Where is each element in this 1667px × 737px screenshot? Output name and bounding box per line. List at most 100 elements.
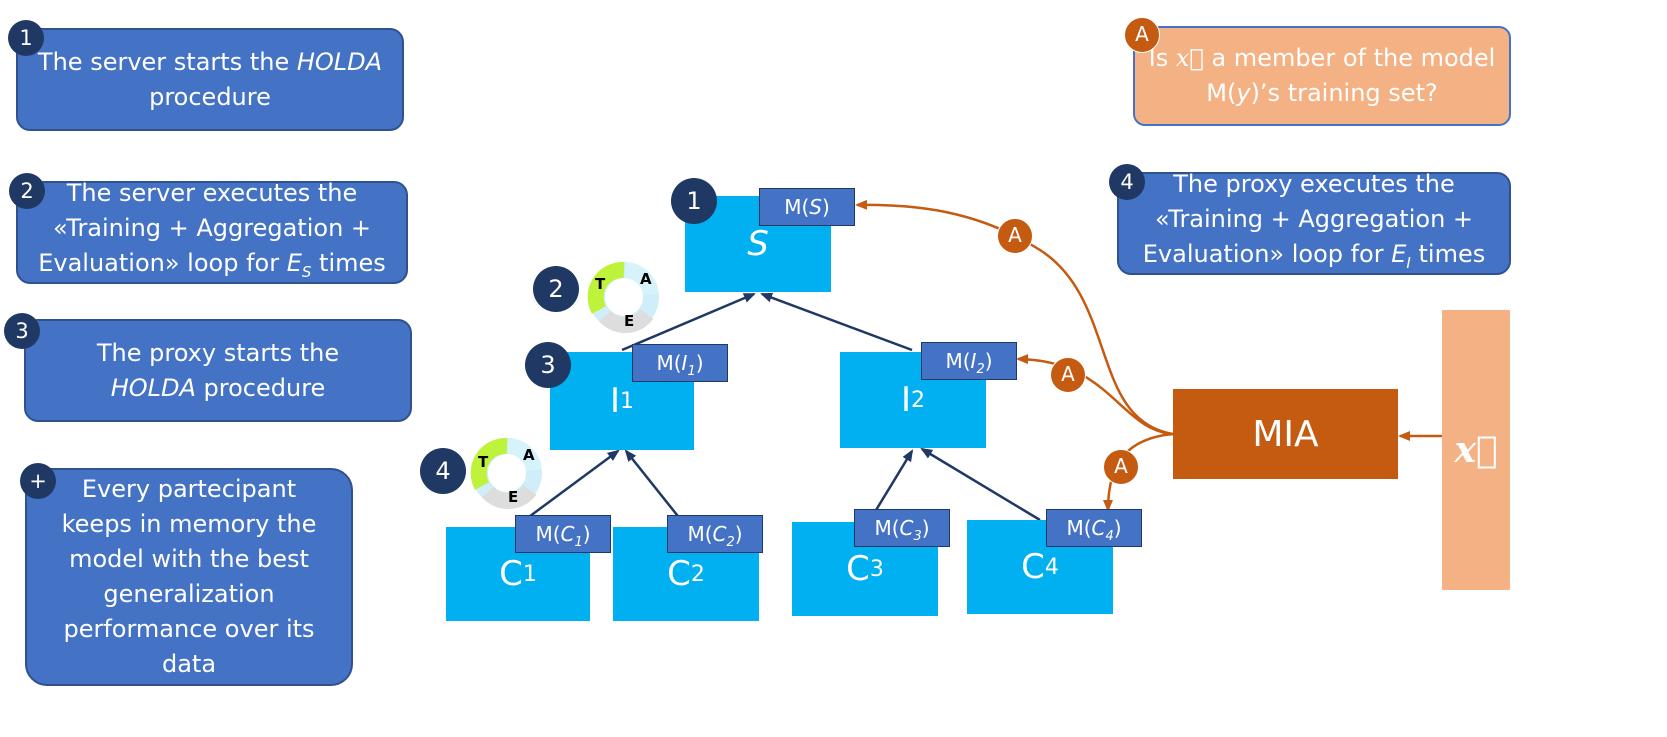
- tae-cycle-icon-bottom: [470, 438, 542, 510]
- input-x-box: x⃗: [1442, 310, 1510, 590]
- step-1-line1: The server starts the: [37, 47, 297, 76]
- plus-line-4: generalization: [103, 580, 275, 608]
- step-4-var: E: [1391, 239, 1407, 268]
- step-1-box: The server starts the HOLDA procedure: [16, 28, 404, 131]
- i1-badge: 3: [525, 342, 571, 388]
- c4-label: C: [1021, 547, 1045, 587]
- edge-c1-to-i1: [517, 449, 620, 527]
- plus-badge: +: [20, 463, 56, 499]
- c3-model-var: C: [899, 516, 914, 540]
- edge-c3-to-i2: [868, 449, 914, 521]
- step-1-holda: HOLDA: [296, 47, 383, 76]
- step-4-badge: 4: [1109, 164, 1145, 200]
- i2-model-pre: M(: [945, 349, 971, 373]
- i2-label: I: [900, 380, 912, 420]
- attack-line2-pre: M(: [1206, 79, 1237, 107]
- attack-question-badge: A: [1124, 17, 1160, 53]
- server-model-var: S: [809, 195, 822, 219]
- server-model-tag: M(S): [759, 188, 855, 226]
- step-2-badge: 2: [9, 173, 45, 209]
- c4-model-tag: M(C4): [1046, 509, 1142, 547]
- c2-model-var: C: [712, 522, 727, 546]
- plus-line-5: performance over its: [63, 615, 315, 643]
- step-2-var: E: [286, 248, 302, 277]
- step-4-line3-post: times: [1410, 239, 1486, 268]
- c1-label: C: [499, 554, 523, 594]
- i2-model-sub: 2: [976, 362, 985, 377]
- mia-label: MIA: [1252, 413, 1319, 455]
- step-3-line1: The proxy starts the: [96, 338, 340, 367]
- c3-model-post: ): [921, 516, 930, 540]
- c4-model-post: ): [1113, 516, 1122, 540]
- i1-model-sub: 1: [687, 364, 696, 379]
- step-2-line3: Evaluation» loop for: [38, 248, 287, 277]
- step-3-holda: HOLDA: [110, 373, 196, 402]
- c4-sub: 4: [1044, 554, 1059, 580]
- input-x-label: x⃗: [1454, 429, 1498, 471]
- i2-model-post: ): [984, 349, 993, 373]
- cycle-bottom-t: T: [478, 453, 489, 471]
- plus-line-1: Every partecipant: [81, 475, 297, 503]
- i2-model-tag: M(I2): [921, 342, 1017, 380]
- attack-line1-pre: Is: [1148, 44, 1176, 72]
- cycle-bottom-badge: 4: [420, 448, 466, 494]
- tae-cycle-icon-top: [587, 262, 659, 334]
- c3-sub: 3: [869, 556, 884, 582]
- plus-line-6: data: [161, 650, 217, 678]
- step-3-line2: procedure: [195, 373, 326, 402]
- i2-model-var: I: [970, 349, 977, 373]
- plus-box: Every partecipant keeps in memory the mo…: [25, 468, 353, 686]
- edge-c2-to-i1: [624, 449, 686, 526]
- cycle-top-badge: 2: [533, 266, 579, 312]
- attack-badge-s: A: [997, 218, 1033, 254]
- c3-model-sub: 3: [913, 529, 922, 544]
- step-3-badge: 3: [4, 313, 40, 349]
- attack-question-box: Is x⃗ a member of the model M(y)’s train…: [1133, 26, 1511, 126]
- i1-label: I: [609, 381, 621, 421]
- edge-c4-to-i2: [920, 447, 1041, 522]
- i1-model-post: ): [695, 351, 704, 375]
- attack-edge-to-i2: [1016, 354, 1174, 436]
- cycle-top-t: T: [595, 275, 606, 293]
- mia-box: MIA: [1173, 389, 1398, 479]
- cycle-top-a: A: [640, 270, 652, 288]
- c4-model-sub: 4: [1105, 529, 1114, 544]
- c2-model-post: ): [734, 522, 743, 546]
- i1-model-pre: M(: [656, 351, 682, 375]
- c3-label: C: [846, 549, 870, 589]
- server-model-pre: M(: [784, 195, 810, 219]
- attack-x-symbol: x⃗: [1175, 44, 1204, 72]
- i1-sub: 1: [620, 388, 635, 414]
- c2-sub: 2: [690, 561, 705, 587]
- edge-i2-to-s: [760, 292, 913, 352]
- c1-model-pre: M(: [535, 522, 561, 546]
- step-2-line1: The server executes the: [66, 178, 358, 207]
- attack-edge-to-s: [855, 199, 1174, 436]
- c1-sub: 1: [522, 561, 537, 587]
- attack-badge-i2: A: [1050, 357, 1086, 393]
- c2-label: C: [667, 554, 691, 594]
- c4-model-pre: M(: [1066, 516, 1092, 540]
- c2-model-tag: M(C2): [667, 515, 763, 553]
- edge-i1-to-s: [621, 292, 756, 352]
- i2-sub: 2: [911, 387, 926, 413]
- step-4-line3: Evaluation» loop for: [1142, 239, 1392, 268]
- step-4-line1: The proxy executes the: [1173, 169, 1455, 198]
- step-1-badge: 1: [8, 20, 44, 56]
- step-2-sub: S: [301, 262, 312, 281]
- c1-model-sub: 1: [574, 535, 583, 550]
- step-2-line2: «Training + Aggregation +: [52, 213, 372, 242]
- attack-badge-c4: A: [1103, 449, 1139, 485]
- c1-model-post: ): [582, 522, 591, 546]
- i1-model-tag: M(I1): [632, 344, 728, 382]
- attack-line2-post: )’s training set?: [1250, 79, 1438, 107]
- step-4-sub: I: [1406, 253, 1411, 272]
- server-model-post: ): [821, 195, 830, 219]
- c1-model-var: C: [560, 522, 575, 546]
- c2-model-sub: 2: [726, 535, 735, 550]
- i1-model-var: I: [681, 351, 688, 375]
- c3-model-pre: M(: [874, 516, 900, 540]
- step-4-box: The proxy executes the «Training + Aggre…: [1117, 169, 1511, 275]
- c2-model-pre: M(: [687, 522, 713, 546]
